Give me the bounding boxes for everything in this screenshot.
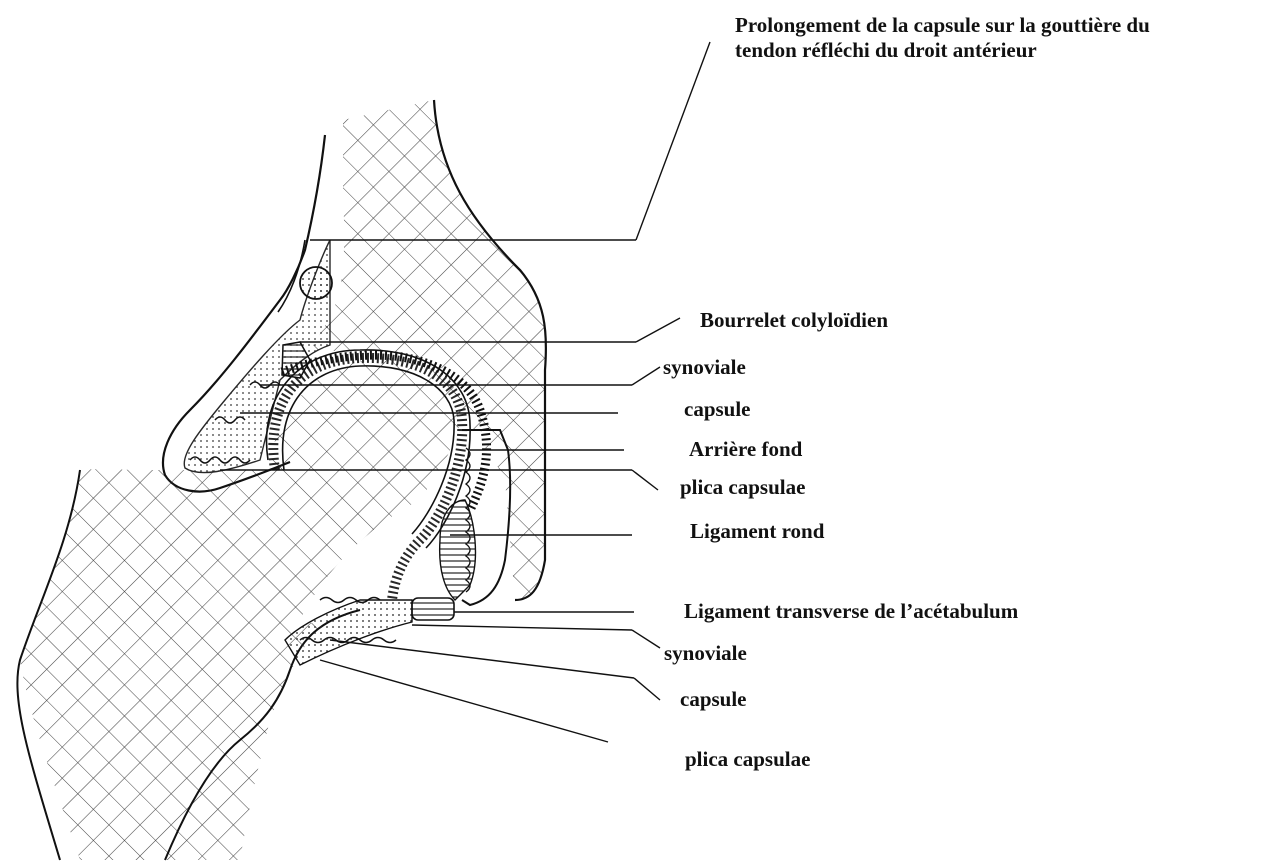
label-synoviale-bottom: synoviale bbox=[664, 642, 747, 665]
label-ligament-transverse: Ligament transverse de l’acétabulum bbox=[684, 600, 1018, 623]
label-synoviale-top: synoviale bbox=[663, 356, 746, 379]
label-prolongement-line2: tendon réfléchi du droit antérieur bbox=[735, 38, 1150, 63]
label-arriere-fond: Arrière fond bbox=[689, 438, 802, 461]
label-bourrelet: Bourrelet colyloïdien bbox=[700, 309, 888, 332]
label-prolongement-line1: Prolongement de la capsule sur la goutti… bbox=[735, 13, 1150, 38]
label-capsule-top: capsule bbox=[684, 398, 751, 421]
label-prolongement: Prolongement de la capsule sur la goutti… bbox=[735, 13, 1150, 63]
label-capsule-bottom: capsule bbox=[680, 688, 747, 711]
label-ligament-rond: Ligament rond bbox=[690, 520, 824, 543]
label-plica-top: plica capsulae bbox=[680, 476, 805, 499]
label-plica-bottom: plica capsulae bbox=[685, 748, 810, 771]
